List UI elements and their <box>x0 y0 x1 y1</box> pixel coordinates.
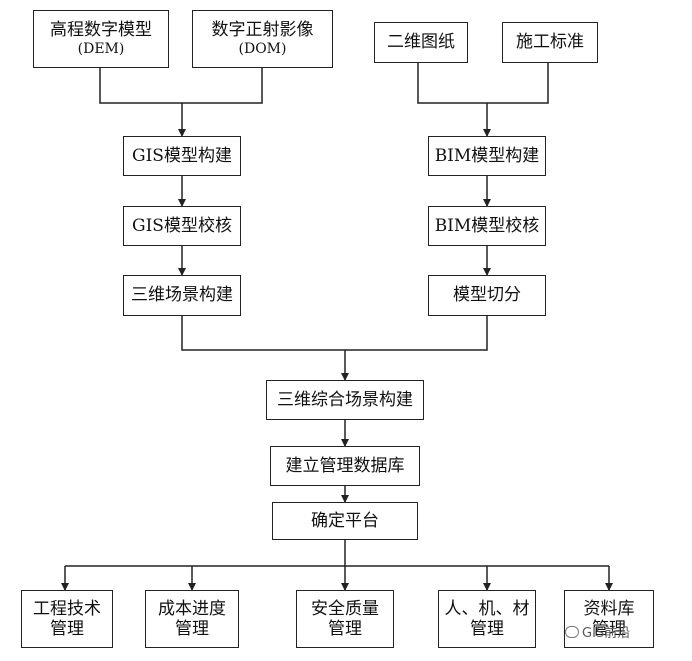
connector-drawings-merge <box>417 63 487 104</box>
node-out-resources: 人、机、材 管理 <box>438 590 536 648</box>
node-out-safety-line2: 管理 <box>328 619 362 639</box>
node-bim-build-label: BIM模型构建 <box>434 145 540 166</box>
watermark: GIS前沿 <box>565 622 630 641</box>
node-platform: 确定平台 <box>272 502 418 540</box>
node-integrated-scene: 三维综合场景构建 <box>266 380 424 420</box>
node-bim-check: BIM模型校核 <box>428 206 546 246</box>
node-out-safety-line1: 安全质量 <box>311 598 379 619</box>
node-standards: 施工标准 <box>502 22 598 63</box>
node-dom-title: 数字正射影像 <box>211 20 314 41</box>
node-drawings: 二维图纸 <box>374 22 468 63</box>
node-out-cost-line2: 管理 <box>175 619 209 639</box>
connector-scene-merge <box>181 316 345 351</box>
node-gis-build-label: GIS模型构建 <box>132 145 232 166</box>
node-out-library-line2: 管理 <box>592 619 626 639</box>
node-bim-build: BIM模型构建 <box>428 136 546 176</box>
connector-dem-merge <box>99 68 182 104</box>
connector-standards-merge <box>487 63 549 104</box>
node-dom: 数字正射影像 (DOM) <box>192 10 333 68</box>
node-out-tech-line1: 工程技术 <box>33 598 101 619</box>
node-standards-label: 施工标准 <box>516 32 584 53</box>
node-gis-check-label: GIS模型校核 <box>132 215 232 236</box>
node-out-cost: 成本进度 管理 <box>145 590 239 648</box>
node-platform-label: 确定平台 <box>311 510 379 531</box>
node-scene-build: 三维场景构建 <box>123 275 241 316</box>
node-out-library-line1: 资料库 <box>583 598 635 619</box>
connector-dom-merge <box>182 68 263 104</box>
node-out-tech-line2: 管理 <box>50 619 84 639</box>
node-out-safety: 安全质量 管理 <box>296 590 394 648</box>
node-dem-title: 高程数字模型 <box>50 20 152 41</box>
node-database-label: 建立管理数据库 <box>285 455 405 476</box>
node-database: 建立管理数据库 <box>270 446 420 486</box>
node-out-resources-line1: 人、机、材 <box>444 598 530 619</box>
node-dem-subtitle: (DEM) <box>77 40 125 57</box>
node-out-cost-line1: 成本进度 <box>158 598 226 619</box>
node-model-cut: 模型切分 <box>428 275 546 316</box>
node-model-cut-label: 模型切分 <box>453 285 521 306</box>
node-gis-check: GIS模型校核 <box>123 206 241 246</box>
node-scene-build-label: 三维场景构建 <box>131 285 233 306</box>
node-out-resources-line2: 管理 <box>470 619 504 639</box>
watermark-text: GIS前沿 <box>582 626 631 641</box>
node-dom-subtitle: (DOM) <box>238 40 287 57</box>
node-gis-build: GIS模型构建 <box>123 136 241 176</box>
node-integrated-scene-label: 三维综合场景构建 <box>277 389 413 410</box>
node-bim-check-label: BIM模型校核 <box>434 215 540 236</box>
node-out-library: 资料库 管理 <box>564 590 654 648</box>
node-out-tech: 工程技术 管理 <box>21 590 113 648</box>
node-drawings-label: 二维图纸 <box>387 32 455 53</box>
connector-cut-merge <box>345 316 488 351</box>
node-dem: 高程数字模型 (DEM) <box>33 10 169 68</box>
wechat-icon <box>565 625 579 638</box>
